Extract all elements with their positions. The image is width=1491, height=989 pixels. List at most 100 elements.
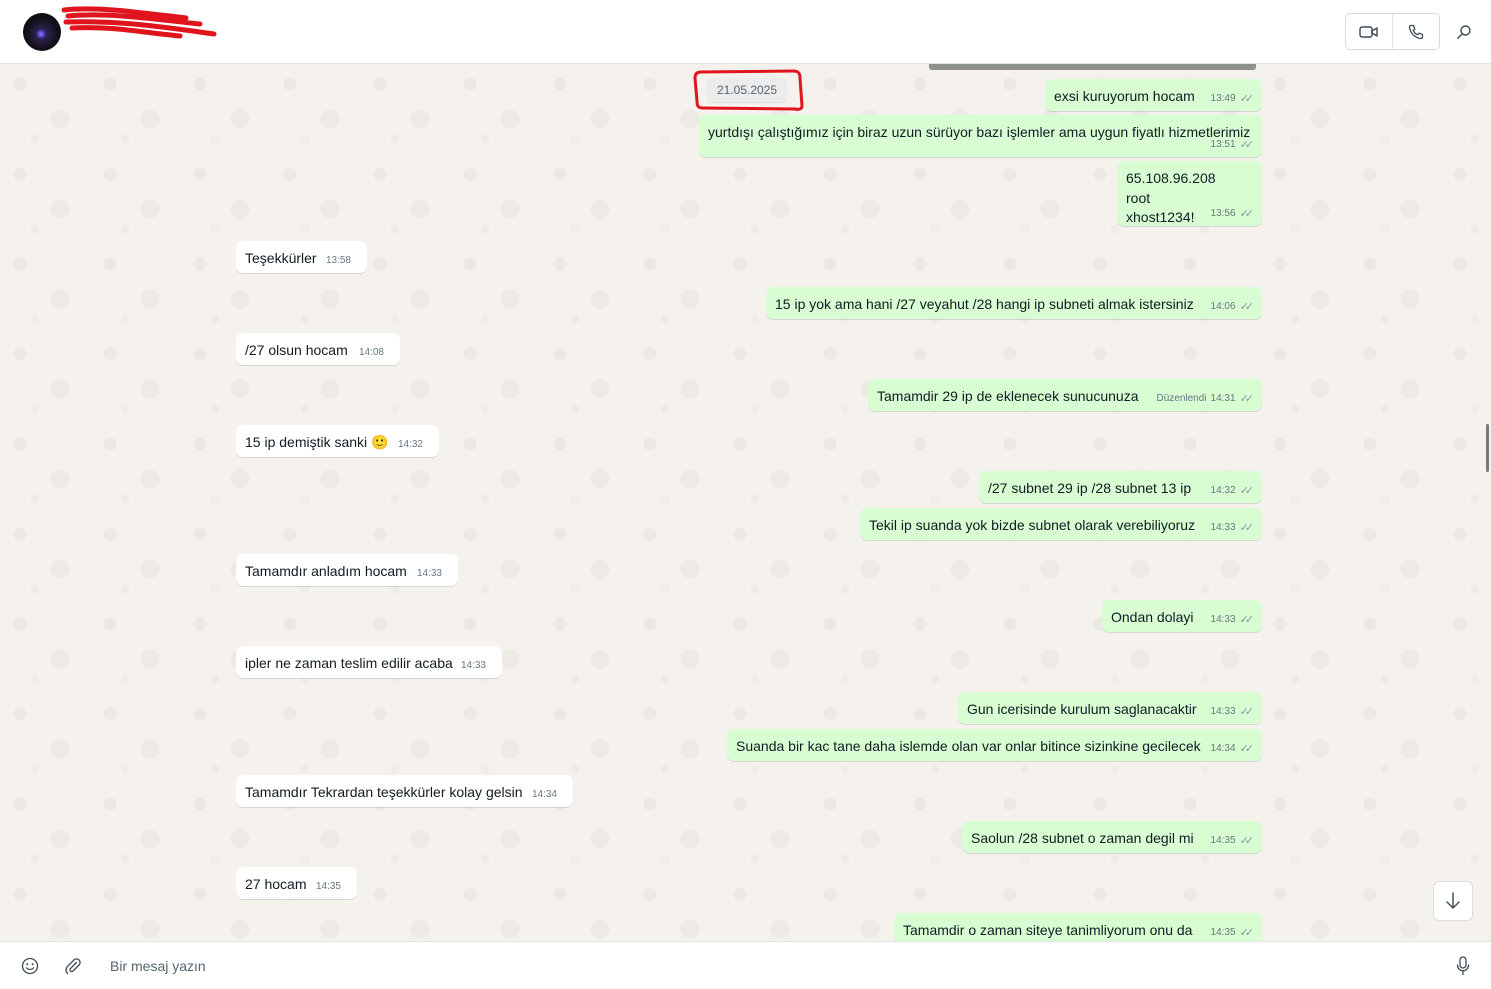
double-check-icon: ✓✓ — [1239, 743, 1255, 755]
message-text: Tamamdir 29 ip de eklenecek sunucunuza — [877, 388, 1139, 404]
message-time: 13:51 — [1210, 139, 1236, 150]
emoji-button[interactable] — [19, 955, 41, 977]
message-meta: 13:58 — [326, 255, 359, 267]
message-meta: 14:35 — [316, 881, 349, 893]
message-meta: 14:34 — [532, 789, 565, 801]
incoming-message[interactable]: Teşekkürler 13:58 — [236, 241, 367, 273]
message-meta: 14:33 — [461, 660, 494, 672]
incoming-message[interactable]: ipler ne zaman teslim edilir acaba 14:33 — [236, 646, 502, 678]
message-text: 15 ip demiştik sanki 🙂 — [245, 434, 389, 450]
double-check-icon: ✓✓ — [1239, 614, 1255, 626]
message-text: Tamamdır anladım hocam — [245, 563, 407, 579]
message-meta: 14:34✓✓ — [1210, 743, 1255, 755]
double-check-icon: ✓✓ — [1239, 301, 1255, 313]
double-check-icon: ✓✓ — [1239, 927, 1255, 939]
message-text: Tamamdır Tekrardan teşekkürler kolay gel… — [245, 784, 523, 800]
call-button-group — [1345, 13, 1440, 50]
edited-label: Düzenlendi — [1156, 393, 1207, 404]
message-text: exsi kuruyorum hocam — [1054, 88, 1195, 104]
message-meta: 13:56✓✓ — [1211, 208, 1255, 220]
message-text: /27 subnet 29 ip /28 subnet 13 ip — [988, 480, 1192, 496]
message-composer — [0, 941, 1491, 989]
message-time: 14:08 — [358, 347, 384, 358]
outgoing-message[interactable]: Ondan dolayi 14:33✓✓ — [1102, 600, 1262, 632]
scrollbar-thumb[interactable] — [1486, 424, 1489, 472]
message-input[interactable] — [100, 950, 1440, 982]
double-check-icon: ✓✓ — [1239, 93, 1255, 105]
message-meta: 14:06✓✓ — [1210, 301, 1255, 313]
message-text: Suanda bir kac tane daha islemde olan va… — [736, 738, 1201, 754]
message-text: ipler ne zaman teslim edilir acaba — [245, 655, 453, 671]
scroll-to-bottom-button[interactable] — [1433, 881, 1473, 921]
message-meta: 14:35✓✓ — [1210, 927, 1255, 939]
outgoing-message[interactable]: Suanda bir kac tane daha islemde olan va… — [727, 729, 1262, 761]
double-check-icon: ✓✓ — [1239, 139, 1255, 151]
phone-icon — [1408, 24, 1424, 39]
video-call-button[interactable] — [1346, 14, 1392, 49]
attach-button[interactable] — [62, 955, 84, 977]
message-text: 65.108.96.208 root xhost1234! — [1126, 170, 1216, 225]
message-meta: 14:35✓✓ — [1211, 835, 1255, 847]
message-text: /27 olsun hocam — [245, 342, 348, 358]
double-check-icon: ✓✓ — [1239, 706, 1255, 718]
incoming-message[interactable]: 27 hocam 14:35 — [236, 867, 357, 899]
message-text: Teşekkürler — [245, 250, 317, 266]
message-time: 14:34 — [1210, 743, 1236, 754]
message-time: 14:31 — [1210, 393, 1236, 404]
outgoing-message[interactable]: 65.108.96.208 root xhost1234!13:56✓✓ — [1117, 161, 1262, 226]
message-text: Saolun /28 subnet o zaman degil mi — [971, 830, 1194, 846]
search-button[interactable] — [1452, 20, 1476, 44]
message-time: 14:06 — [1210, 301, 1236, 312]
message-text: yurtdışı çalıştığımız için biraz uzun sü… — [708, 124, 1251, 140]
message-meta: 13:51✓✓ — [1210, 139, 1255, 151]
outgoing-message[interactable]: 15 ip yok ama hani /27 veyahut /28 hangi… — [766, 287, 1262, 319]
redaction-scribble — [61, 6, 217, 39]
message-meta: 14:33✓✓ — [1210, 706, 1255, 718]
emoji-icon — [21, 957, 39, 975]
outgoing-message[interactable]: Gun icerisinde kurulum saglanacaktir 14:3… — [958, 692, 1262, 724]
paperclip-icon — [65, 958, 81, 975]
message-time: 14:33 — [1210, 706, 1236, 717]
outgoing-message[interactable]: exsi kuruyorum hocam 13:49✓✓ — [1045, 79, 1262, 111]
message-time: 14:35 — [315, 881, 341, 892]
outgoing-message[interactable]: Saolun /28 subnet o zaman degil mi 14:35✓… — [962, 821, 1262, 853]
incoming-message[interactable]: 15 ip demiştik sanki 🙂 14:32 — [236, 425, 439, 457]
message-meta: 14:32✓✓ — [1210, 485, 1255, 497]
message-meta: 14:33✓✓ — [1211, 614, 1255, 626]
outgoing-message[interactable]: Tamamdir o zaman siteye tanimliyorum onu… — [894, 913, 1262, 941]
message-text: 15 ip yok ama hani /27 veyahut /28 hangi… — [775, 296, 1194, 312]
message-time: 14:32 — [1210, 485, 1236, 496]
message-meta: 13:49✓✓ — [1210, 93, 1255, 105]
message-time: 14:33 — [416, 568, 442, 579]
double-check-icon: ✓✓ — [1239, 835, 1255, 847]
message-text: Gun icerisinde kurulum saglanacaktir — [967, 701, 1197, 717]
contact-avatar[interactable] — [23, 13, 61, 51]
message-time: 14:33 — [460, 660, 486, 671]
outgoing-message[interactable]: Tekil ip suanda yok bizde subnet olarak … — [860, 508, 1262, 540]
message-meta: 14:33✓✓ — [1211, 522, 1255, 534]
message-time: 13:58 — [325, 255, 351, 266]
voice-call-button[interactable] — [1392, 14, 1439, 49]
outgoing-message[interactable]: /27 subnet 29 ip /28 subnet 13 ip 14:32✓✓ — [979, 471, 1262, 503]
red-circle-annotation — [693, 69, 804, 111]
outgoing-message[interactable]: Tamamdir 29 ip de eklenecek sunucunuza Dü… — [868, 379, 1262, 411]
message-time: 14:35 — [1210, 927, 1236, 938]
message-meta: 14:33 — [417, 568, 450, 580]
incoming-message[interactable]: Tamamdır anladım hocam 14:33 — [236, 554, 458, 586]
message-time: 13:49 — [1210, 93, 1236, 104]
voice-message-button[interactable] — [1452, 955, 1474, 977]
message-text: 27 hocam — [245, 876, 307, 892]
outgoing-message[interactable]: yurtdışı çalıştığımız için biraz uzun sü… — [699, 115, 1262, 157]
message-text: Tamamdir o zaman siteye tanimliyorum onu… — [903, 922, 1193, 938]
incoming-message[interactable]: Tamamdır Tekrardan teşekkürler kolay gel… — [236, 775, 573, 807]
incoming-message[interactable]: /27 olsun hocam 14:08 — [236, 333, 400, 365]
message-meta: 14:08 — [359, 347, 392, 359]
video-camera-icon — [1359, 25, 1378, 38]
date-separator: 21.05.2025 — [707, 78, 787, 102]
message-text: Ondan dolayi — [1111, 609, 1194, 625]
double-check-icon: ✓✓ — [1239, 522, 1255, 534]
arrow-down-icon — [1446, 892, 1460, 909]
message-time: 14:32 — [397, 439, 423, 450]
